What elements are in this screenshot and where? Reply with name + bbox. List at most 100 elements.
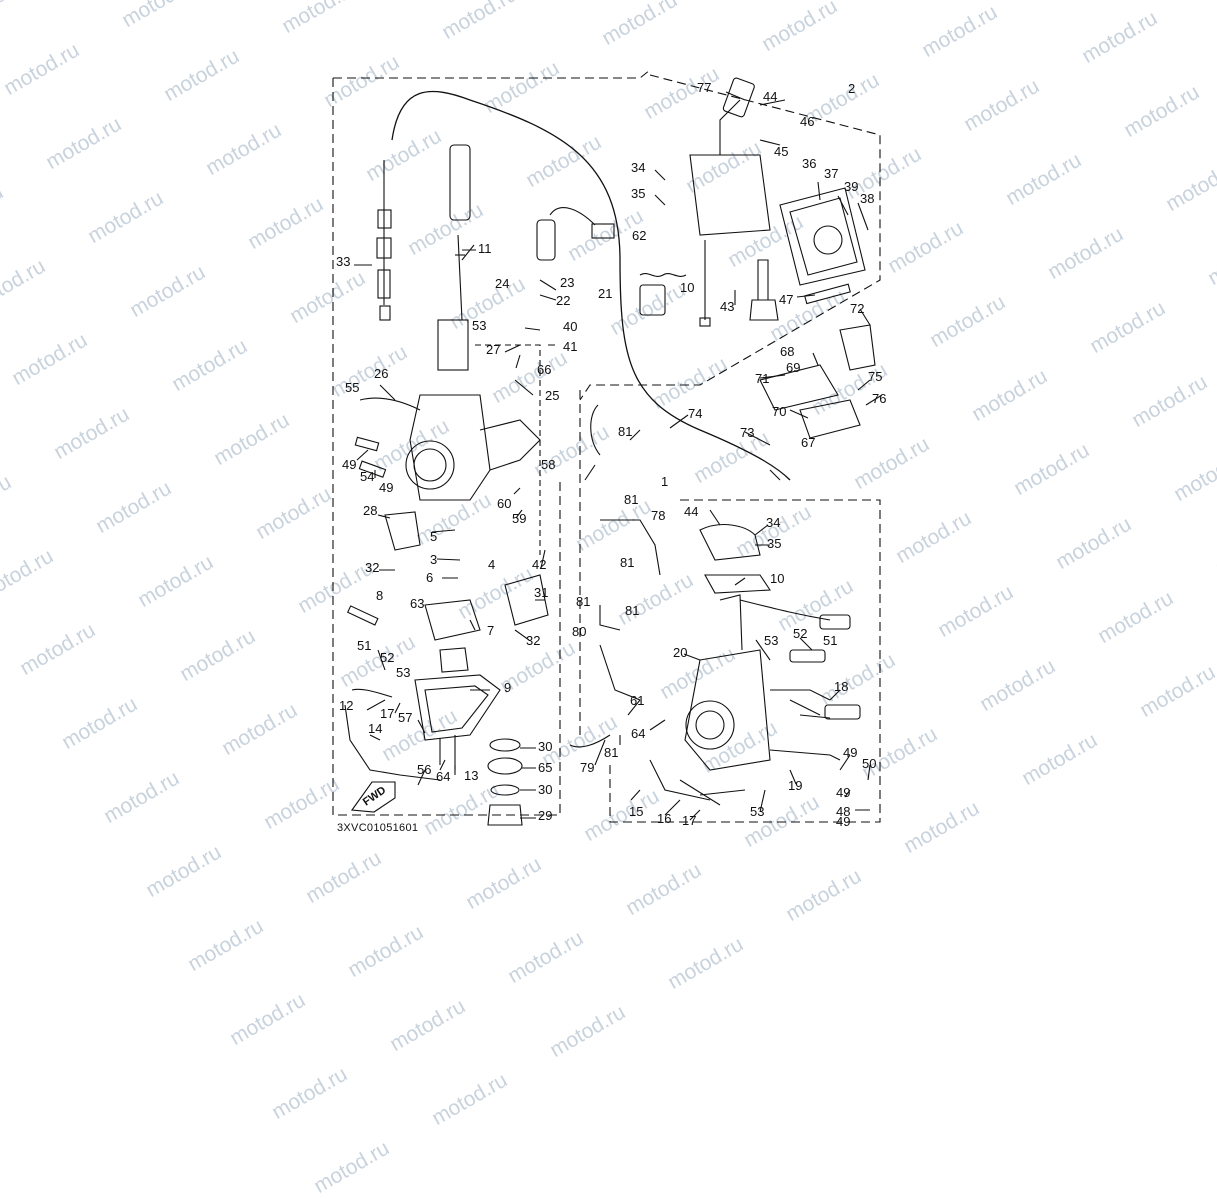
gasket [779, 187, 866, 286]
callout-label: 32 [365, 560, 379, 575]
callout-label: 81 [604, 745, 618, 760]
callout-label: 71 [755, 371, 769, 386]
callout-label: 23 [560, 275, 574, 290]
callout-label: 17 [380, 706, 394, 721]
callout-label: 63 [410, 596, 424, 611]
callout-label: 2 [848, 81, 855, 96]
carburetor-exploded-view: 7 74 42 4 64 5 34 36 37 39 35 38 1 16 23 32 32 2 21 24 10 43 4… [332, 69, 886, 829]
callout-label: 15 [629, 804, 643, 819]
callout-label: 79 [580, 760, 594, 775]
callout-label: 60 [497, 496, 511, 511]
callout-label: 80 [572, 624, 586, 639]
callout-label: 25 [545, 388, 559, 403]
callout-label: 52 [380, 650, 394, 665]
callout-label: 75 [868, 369, 882, 384]
callout-label: 24 [495, 276, 509, 291]
callout-label: 44 [763, 89, 777, 104]
callout-label: 48 [836, 804, 850, 819]
callout-label: 34 [766, 515, 780, 530]
callout-label: 8 [376, 588, 383, 603]
callout-label: 29 [538, 808, 552, 823]
callout-label: 22 [556, 293, 570, 308]
callout-label: 49 [843, 745, 857, 760]
callout-label: 56 [417, 762, 431, 777]
callout-label: 21 [598, 286, 612, 301]
callout-label: 81 [576, 594, 590, 609]
callout-label: 64 [436, 769, 450, 784]
callout-label: 54 [360, 469, 374, 484]
callout-label: 78 [651, 508, 665, 523]
callout-label: 72 [850, 301, 864, 316]
callout-label: 30 [538, 782, 552, 797]
callout-label: 10 [680, 280, 694, 295]
fwd-arrow-shape [350, 781, 396, 813]
watermark-text: motod.ru [664, 932, 748, 994]
callout-label: 42 [532, 557, 546, 572]
callout-label: 35 [767, 536, 781, 551]
callout-label: 31 [534, 585, 548, 600]
callout-label: 44 [684, 504, 698, 519]
callout-label: 52 [793, 626, 807, 641]
callout-label: 51 [357, 638, 371, 653]
callout-label: 30 [538, 739, 552, 754]
callout-label: 55 [345, 380, 359, 395]
top-cover [689, 154, 771, 236]
callout-label: 43 [720, 299, 734, 314]
callout-label: 16 [657, 811, 671, 826]
callout-label: 50 [862, 756, 876, 771]
callout-label: 14 [368, 721, 382, 736]
callout-label: 1 [661, 474, 668, 489]
callout-label: 76 [872, 391, 886, 406]
callout-label: 74 [688, 406, 702, 421]
callout-label: 58 [541, 457, 555, 472]
watermark-text: motod.ru [386, 994, 470, 1056]
callout-label: 37 [824, 166, 838, 181]
callout-label: 69 [786, 360, 800, 375]
callout-label: 53 [396, 665, 410, 680]
callout-label: 35 [631, 186, 645, 201]
watermark-text: motod.ru [310, 1136, 394, 1198]
callout-label: 13 [464, 768, 478, 783]
callout-label: 32 [526, 633, 540, 648]
callout-label: 70 [772, 404, 786, 419]
watermark-text: motod.ru [184, 914, 268, 976]
callout-label: 61 [630, 693, 644, 708]
callout-label: 20 [673, 645, 687, 660]
watermark-text: motod.ru [344, 920, 428, 982]
callout-label: 81 [624, 492, 638, 507]
callout-label: 9 [504, 680, 511, 695]
callout-label: 53 [472, 318, 486, 333]
callout-label: 36 [802, 156, 816, 171]
carburetor-body-left [409, 394, 491, 501]
callout-label: 81 [618, 424, 632, 439]
callout-label: 51 [823, 633, 837, 648]
throttle-cable [391, 90, 791, 481]
callout-label: 38 [860, 191, 874, 206]
callout-label: 28 [363, 503, 377, 518]
callout-label: 47 [779, 292, 793, 307]
callout-label: 65 [538, 760, 552, 775]
callout-label: 66 [537, 362, 551, 377]
callout-label: 64 [631, 726, 645, 741]
callout-label: 49 [379, 480, 393, 495]
callout-label: 27 [486, 342, 500, 357]
callout-label: 18 [834, 679, 848, 694]
callout-label: 34 [631, 160, 645, 175]
callout-label: 39 [844, 179, 858, 194]
callout-label: 5 [430, 529, 437, 544]
diagram-code: 3XVC01051601 [337, 822, 419, 834]
callout-label: 40 [563, 319, 577, 334]
callout-label: 73 [740, 425, 754, 440]
group-boundary-left [332, 69, 651, 816]
callout-label: 49 [836, 814, 850, 829]
callout-label: 7 [487, 623, 494, 638]
callout-label: 62 [632, 228, 646, 243]
callout-label: 41 [563, 339, 577, 354]
watermark-text: motod.ru [226, 988, 310, 1050]
callout-label: 11 [478, 241, 492, 256]
callout-label: 59 [512, 511, 526, 526]
callout-label: 4 [488, 557, 495, 572]
group-boundary-bottom-right [609, 499, 881, 823]
group-boundary-top [579, 74, 881, 401]
